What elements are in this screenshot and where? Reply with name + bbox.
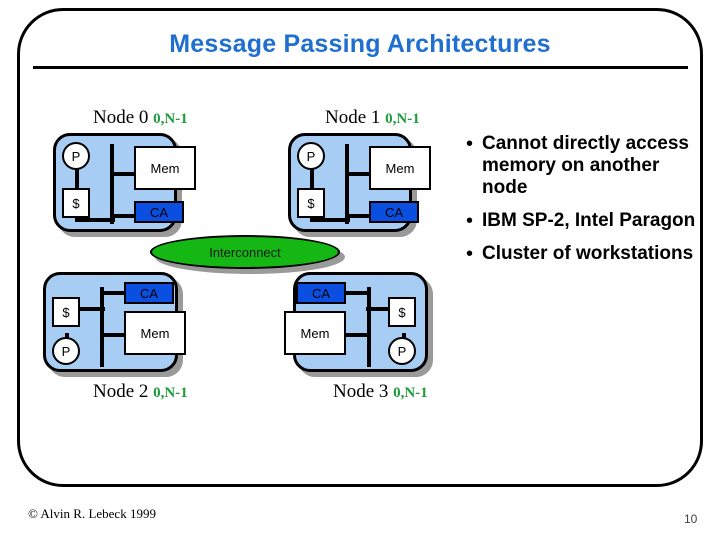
node-label-3: Node 3 0,N-1 (333, 381, 428, 403)
node-3-box[interactable]: CA Mem $ P (284, 272, 428, 372)
node-1-mem-bus-link (345, 172, 371, 176)
node-2-box[interactable]: CA Mem $ P (43, 272, 186, 372)
node-0-box[interactable]: P $ Mem CA (53, 133, 196, 232)
page-title: Message Passing Architectures (169, 30, 551, 58)
copyright-notice: © Alvin R. Lebeck 1999 (28, 506, 156, 521)
node-label-3-name: Node 3 (333, 381, 389, 402)
node-3-comm-assist[interactable]: CA (296, 282, 346, 304)
bullet-list: • Cannot directly access memory on anoth… (466, 133, 704, 276)
node-3-cache-bus-link (366, 307, 406, 311)
node-3-bus (367, 287, 371, 367)
node-2-processor[interactable]: P (52, 337, 80, 365)
node-label-0-name: Node 0 (93, 107, 149, 128)
node-label-2: Node 2 0,N-1 (93, 381, 188, 403)
node-0-cache-bus-link (75, 218, 115, 222)
node-label-1: Node 1 0,N-1 (325, 107, 420, 129)
node-2-cache[interactable]: $ (52, 297, 80, 327)
slide-frame (17, 8, 703, 487)
node-1-processor[interactable]: P (297, 142, 325, 170)
node-2-bus (100, 287, 104, 367)
node-0-p-cache-link (75, 168, 79, 194)
node-0-ca-bus-link (110, 214, 138, 218)
node-1-memory[interactable]: Mem (369, 146, 431, 190)
node-0-cache[interactable]: $ (62, 188, 90, 218)
node-2-memory[interactable]: Mem (124, 311, 186, 355)
bullet-item-2: • Cluster of workstations (466, 243, 704, 265)
node-label-1-name: Node 1 (325, 107, 381, 128)
bullet-dot-icon: • (466, 210, 474, 232)
node-3-processor[interactable]: P (388, 337, 416, 365)
node-2-comm-assist[interactable]: CA (124, 282, 174, 304)
node-1-p-cache-link (310, 168, 314, 194)
node-1-ca-bus-link (345, 214, 373, 218)
page-number: 10 (684, 512, 698, 526)
node-3-cache[interactable]: $ (388, 297, 416, 327)
node-3-mem-bus-link (341, 333, 369, 337)
bullet-text-0: Cannot directly access memory on another… (482, 133, 689, 198)
node-0-mem-bus-link (110, 172, 136, 176)
bullet-item-1: • IBM SP-2, Intel Paragon (466, 210, 704, 232)
node-1-comm-assist[interactable]: CA (369, 201, 419, 223)
bullet-dot-icon: • (466, 243, 474, 265)
node-2-mem-bus-link (100, 333, 126, 337)
node-1-cache-bus-link (310, 218, 350, 222)
node-label-1-range: 0,N-1 (385, 111, 420, 127)
node-2-ca-bus-link (100, 291, 128, 295)
node-0-bus (110, 144, 114, 224)
interconnect-node[interactable]: Interconnect (150, 235, 340, 269)
node-0-comm-assist[interactable]: CA (134, 201, 184, 223)
node-1-box[interactable]: P $ Mem CA (288, 133, 431, 232)
node-3-ca-bus-link (343, 291, 371, 295)
bullet-dot-icon: • (466, 133, 474, 155)
node-label-2-name: Node 2 (93, 381, 149, 402)
bullet-text-2: Cluster of workstations (482, 243, 694, 264)
node-label-3-range: 0,N-1 (393, 385, 428, 401)
title-divider (33, 66, 688, 69)
node-label-2-range: 0,N-1 (153, 385, 188, 401)
node-0-memory[interactable]: Mem (134, 146, 196, 190)
bullet-item-0: • Cannot directly access memory on anoth… (466, 133, 704, 199)
node-label-0: Node 0 0,N-1 (93, 107, 188, 129)
node-label-0-range: 0,N-1 (153, 111, 188, 127)
node-0-processor[interactable]: P (62, 142, 90, 170)
node-1-cache[interactable]: $ (297, 188, 325, 218)
bullet-text-1: IBM SP-2, Intel Paragon (482, 210, 696, 231)
node-3-memory[interactable]: Mem (284, 311, 346, 355)
node-1-bus (345, 144, 349, 224)
node-2-cache-bus-link (65, 307, 105, 311)
